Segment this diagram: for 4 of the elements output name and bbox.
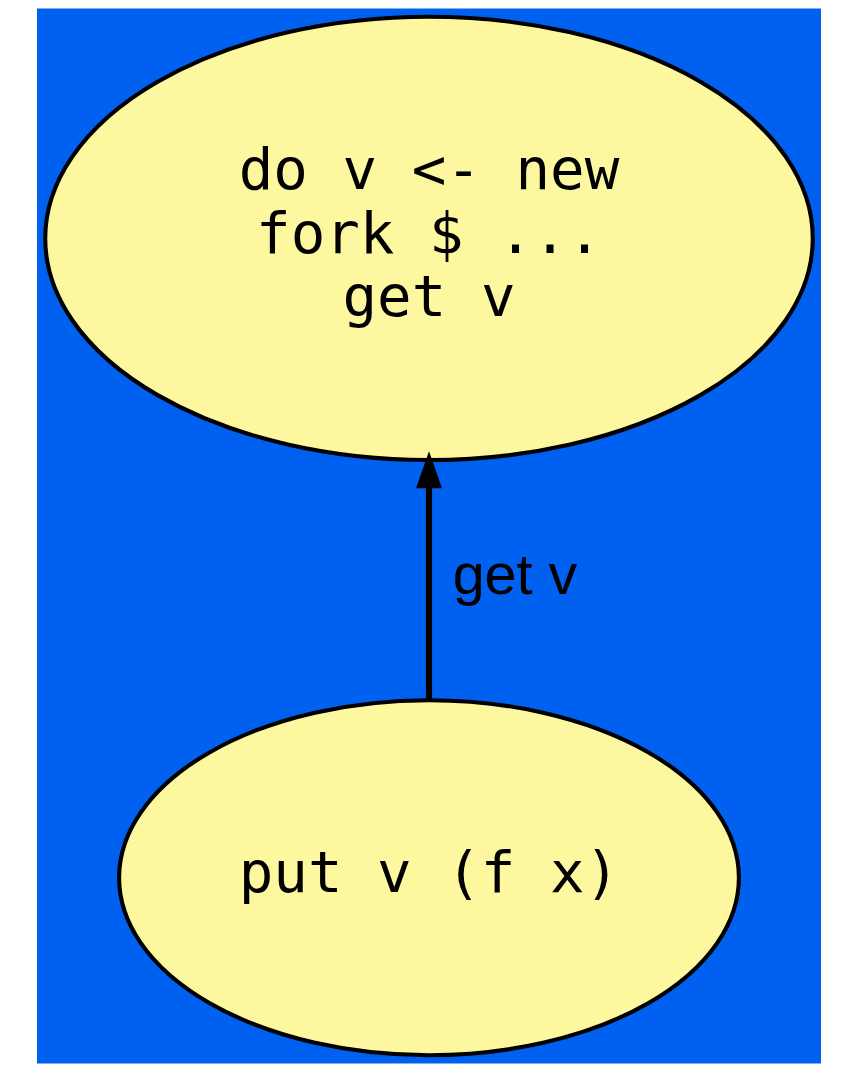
edge-label: get v bbox=[452, 542, 578, 607]
node-ellipse: do v <- new fork $ ... get v bbox=[43, 14, 815, 463]
node-ellipse: put v (f x) bbox=[117, 698, 741, 1058]
arrow bbox=[416, 451, 442, 700]
